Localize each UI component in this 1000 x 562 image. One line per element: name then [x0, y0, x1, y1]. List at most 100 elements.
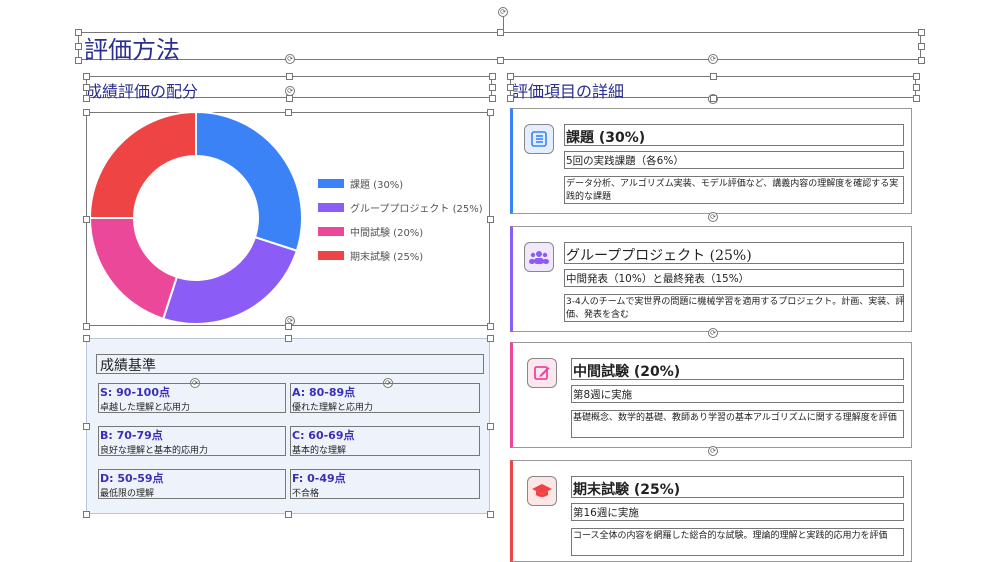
- resize-handle[interactable]: [83, 335, 90, 342]
- resize-handle[interactable]: [496, 29, 504, 36]
- item-title-box[interactable]: [564, 124, 904, 146]
- grade-label: D: 50-59点: [100, 472, 164, 485]
- resize-handle[interactable]: [83, 84, 90, 91]
- item-subtitle: 第16週に実施: [573, 507, 639, 519]
- grades-title: 成績基準: [100, 358, 156, 374]
- grade-item-box[interactable]: [290, 383, 480, 413]
- grade-description: 不合格: [292, 489, 320, 499]
- resize-handle[interactable]: [918, 43, 925, 50]
- resize-handle[interactable]: [913, 95, 920, 102]
- resize-handle[interactable]: [913, 73, 920, 80]
- rotate-handle[interactable]: ⟳: [708, 328, 718, 338]
- resize-handle[interactable]: [285, 323, 292, 330]
- left-section-title: 成績評価の配分: [86, 82, 199, 101]
- item-description-box[interactable]: [571, 410, 904, 438]
- resize-handle[interactable]: [507, 95, 514, 102]
- grade-description: 最低限の理解: [100, 489, 155, 499]
- resize-handle[interactable]: [487, 323, 494, 330]
- item-description-box[interactable]: [564, 176, 904, 204]
- resize-handle[interactable]: [83, 73, 90, 80]
- grades-title-box[interactable]: [96, 354, 484, 374]
- resize-handle[interactable]: [496, 57, 504, 64]
- item-title-box[interactable]: [564, 242, 904, 264]
- donut-slice: [161, 235, 299, 325]
- donut-chart: [88, 110, 303, 325]
- resize-handle[interactable]: [710, 95, 717, 102]
- grade-item-box[interactable]: [290, 426, 480, 456]
- item-description: 基礎概念、数学的基礎、教師あり学習の基本アルゴリズムに関する理解度を評価: [573, 413, 897, 423]
- grade-item-box[interactable]: [98, 469, 286, 499]
- resize-handle[interactable]: [507, 73, 514, 80]
- resize-handle[interactable]: [487, 423, 494, 430]
- resize-handle[interactable]: [83, 423, 90, 430]
- rotate-handle[interactable]: ⟳: [285, 54, 295, 64]
- resize-handle[interactable]: [83, 109, 90, 116]
- evaluation-item-card[interactable]: [510, 342, 912, 448]
- item-description: コース全体の内容を網羅した総合的な試験。理論的理解と実践的応用力を評価: [573, 531, 888, 541]
- grade-item-box[interactable]: [290, 469, 480, 499]
- resize-handle[interactable]: [710, 73, 717, 80]
- rotate-handle[interactable]: ⟳: [498, 7, 508, 17]
- resize-handle[interactable]: [285, 511, 292, 518]
- evaluation-item-card[interactable]: [510, 460, 912, 562]
- item-title-box[interactable]: [571, 358, 904, 380]
- legend-label: 期末試験 (25%): [350, 252, 424, 263]
- resize-handle[interactable]: [489, 84, 496, 91]
- item-description-box[interactable]: [571, 528, 904, 556]
- legend-swatch: [318, 203, 344, 212]
- rotate-handle[interactable]: ⟳: [708, 212, 718, 222]
- item-subtitle-box[interactable]: [564, 151, 904, 169]
- resize-handle[interactable]: [918, 29, 925, 36]
- legend-item[interactable]: 期末試験 (25%): [318, 248, 423, 263]
- item-title: 期末試験 (25%): [573, 482, 681, 498]
- resize-handle[interactable]: [507, 84, 514, 91]
- item-subtitle-box[interactable]: [571, 385, 904, 403]
- item-subtitle: 中間発表（10%）と最終発表（15%）: [566, 273, 750, 285]
- resize-handle[interactable]: [489, 95, 496, 102]
- resize-handle[interactable]: [75, 57, 82, 64]
- resize-handle[interactable]: [83, 323, 90, 330]
- resize-handle[interactable]: [83, 95, 90, 102]
- resize-handle[interactable]: [83, 511, 90, 518]
- resize-handle[interactable]: [286, 73, 293, 80]
- resize-handle[interactable]: [487, 511, 494, 518]
- legend-item[interactable]: グループプロジェクト (25%): [318, 200, 483, 215]
- resize-handle[interactable]: [918, 57, 925, 64]
- item-title-box[interactable]: [571, 476, 904, 498]
- grade-label: C: 60-69点: [292, 429, 355, 442]
- legend-swatch: [318, 251, 344, 260]
- rotate-handle[interactable]: ⟳: [708, 446, 718, 456]
- resize-handle[interactable]: [489, 73, 496, 80]
- resize-handle[interactable]: [286, 95, 293, 102]
- resize-handle[interactable]: [75, 43, 82, 50]
- legend-item[interactable]: 課題 (30%): [318, 176, 403, 191]
- item-subtitle-box[interactable]: [571, 503, 904, 521]
- legend-swatch: [318, 227, 344, 236]
- item-subtitle-box[interactable]: [564, 269, 904, 287]
- rotate-handle[interactable]: ⟳: [708, 54, 718, 64]
- resize-handle[interactable]: [83, 216, 90, 223]
- resize-handle[interactable]: [285, 335, 292, 342]
- item-title: グループプロジェクト (25%): [566, 248, 752, 264]
- grade-description: 良好な理解と基本的応用力: [100, 446, 209, 456]
- item-description-box[interactable]: [564, 294, 904, 322]
- grade-label: A: 80-89点: [292, 386, 356, 399]
- right-section-title: 評価項目の詳細: [512, 82, 625, 101]
- edit-icon: [527, 358, 557, 388]
- item-subtitle: 5回の実践課題（各6%）: [566, 155, 684, 167]
- resize-handle[interactable]: [487, 109, 494, 116]
- resize-handle[interactable]: [487, 216, 494, 223]
- resize-handle[interactable]: [913, 84, 920, 91]
- grade-item-box[interactable]: [98, 426, 286, 456]
- resize-handle[interactable]: [487, 335, 494, 342]
- grade-label: B: 70-79点: [100, 429, 163, 442]
- page-title-box[interactable]: [78, 32, 921, 60]
- grade-description: 基本的な理解: [292, 446, 347, 456]
- resize-handle[interactable]: [285, 109, 292, 116]
- item-title: 課題 (30%): [566, 130, 646, 146]
- resize-handle[interactable]: [75, 29, 82, 36]
- evaluation-item-card[interactable]: [510, 108, 912, 214]
- grade-description: 卓越した理解と応用力: [100, 403, 191, 413]
- grade-item-box[interactable]: [98, 383, 286, 413]
- legend-item[interactable]: 中間試験 (20%): [318, 224, 423, 239]
